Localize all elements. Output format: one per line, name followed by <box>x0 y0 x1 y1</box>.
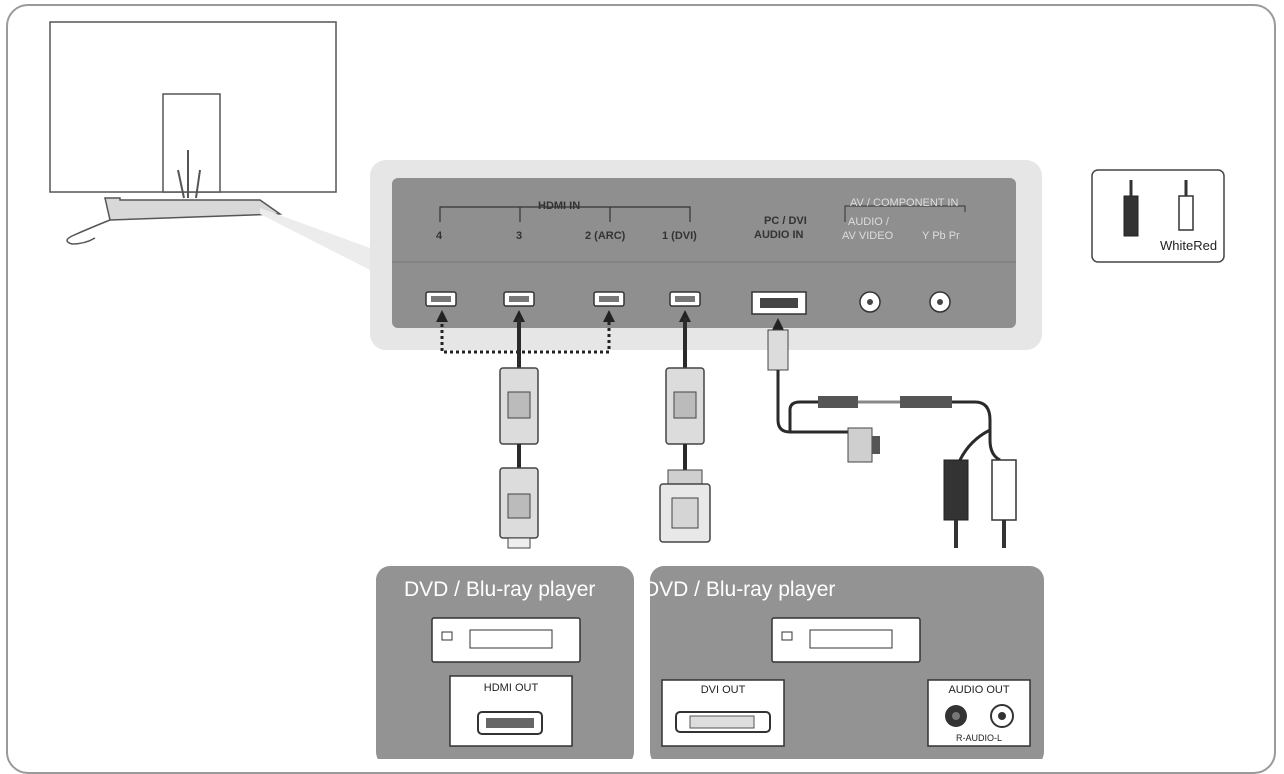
hdmi-port-4 <box>425 291 457 307</box>
hdmi-port-1-dvi <box>669 291 701 307</box>
pc-dvi-audio-port <box>751 291 807 315</box>
av-component-group-label: AV / COMPONENT IN <box>850 197 959 209</box>
hdmi-port-1-label: 1 (DVI) <box>662 230 697 242</box>
device-box-2 <box>650 566 1044 759</box>
audio-rl-label: R-AUDIO-L <box>955 733 1002 743</box>
hdmi-port-2-label: 2 (ARC) <box>585 230 626 242</box>
dotted-connection <box>436 310 615 354</box>
hdmi-in-group-label: HDMI IN <box>538 200 581 212</box>
device-box-1 <box>376 566 634 759</box>
av-jack-2 <box>929 291 951 313</box>
hdmi-port-2-arc <box>593 291 625 307</box>
hdmi-cable <box>499 310 539 549</box>
hdmi-out-label: HDMI OUT <box>483 682 539 694</box>
device-1-caption: DVD / Blu-ray player <box>404 578 596 601</box>
av-jack-1 <box>859 291 881 313</box>
audio-out-label: AUDIO OUT <box>948 684 1010 696</box>
hdmi-port-4-label: 4 <box>436 230 443 242</box>
audio-in-label: AUDIO IN <box>754 229 804 241</box>
tv-rear-panel <box>370 160 1042 350</box>
hdmi-port-3-label: 3 <box>516 230 523 242</box>
audio-cable <box>767 318 1017 548</box>
device-2-caption: DVD / Blu-ray player <box>644 578 836 601</box>
legend-label: WhiteRed <box>1160 238 1218 253</box>
component-label: Y Pb Pr <box>922 230 960 242</box>
dvi-out-label: DVI OUT <box>700 684 746 696</box>
hdmi-port-3 <box>503 291 535 307</box>
hdmi-dvi-cable <box>659 310 711 543</box>
tv-illustration <box>49 21 370 270</box>
plug-color-legend <box>1091 169 1225 263</box>
av-video-label: AV VIDEO <box>842 230 894 242</box>
av-audio-label: AUDIO / <box>848 216 889 228</box>
pc-dvi-label: PC / DVI <box>764 215 807 227</box>
